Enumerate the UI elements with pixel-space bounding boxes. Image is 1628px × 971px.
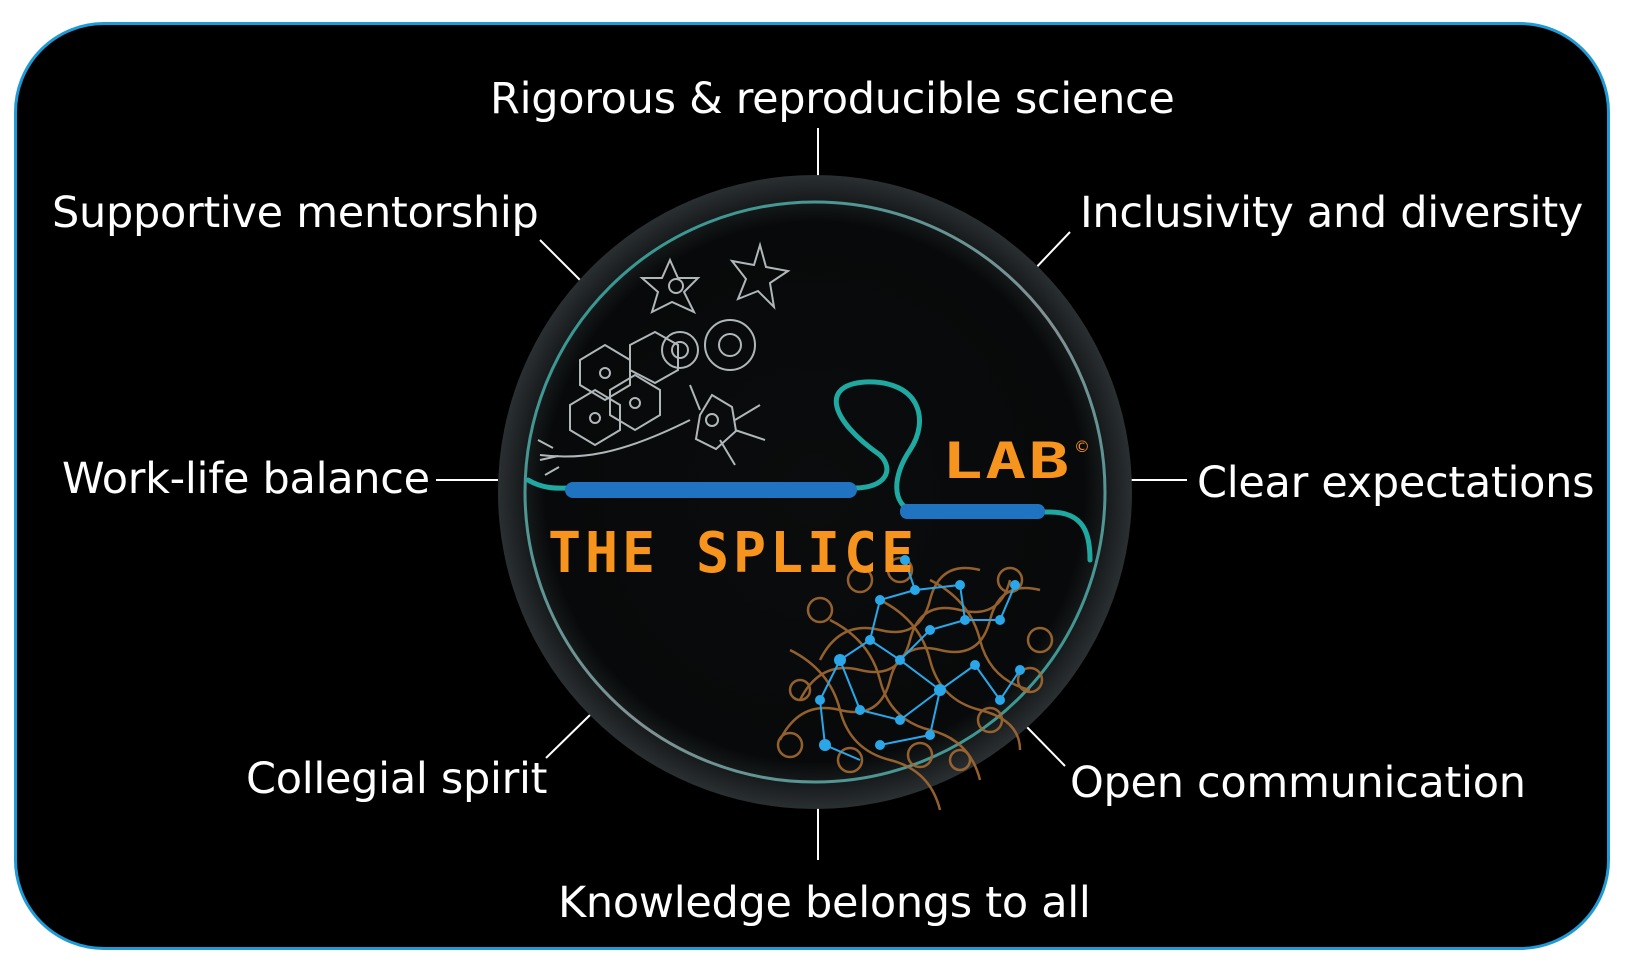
connector-top-left — [539, 239, 584, 284]
logo-copyright: © — [1074, 437, 1090, 456]
logo-name-suffix: LAB — [942, 432, 1072, 490]
circuit-pattern — [776, 555, 1054, 811]
value-right: Clear expectations — [1197, 458, 1595, 508]
value-top: Rigorous & reproducible science — [490, 74, 1175, 124]
value-bottom-right: Open communication — [1070, 758, 1526, 808]
connector-bottom-left — [545, 714, 591, 759]
value-left: Work-life balance — [62, 454, 430, 504]
connector-bottom-right — [1021, 721, 1066, 767]
value-bottom: Knowledge belongs to all — [558, 878, 1091, 928]
exon-bar-2 — [900, 504, 1045, 519]
cell-sketches — [537, 241, 791, 476]
exon-bar-1 — [565, 482, 857, 498]
value-bottom-left: Collegial spirit — [246, 754, 548, 804]
emblem-ring — [523, 200, 1107, 784]
logo-name-main: THE SPLICE — [548, 521, 918, 586]
value-top-right: Inclusivity and diversity — [1080, 188, 1584, 238]
value-top-left: Supportive mentorship — [52, 188, 539, 238]
